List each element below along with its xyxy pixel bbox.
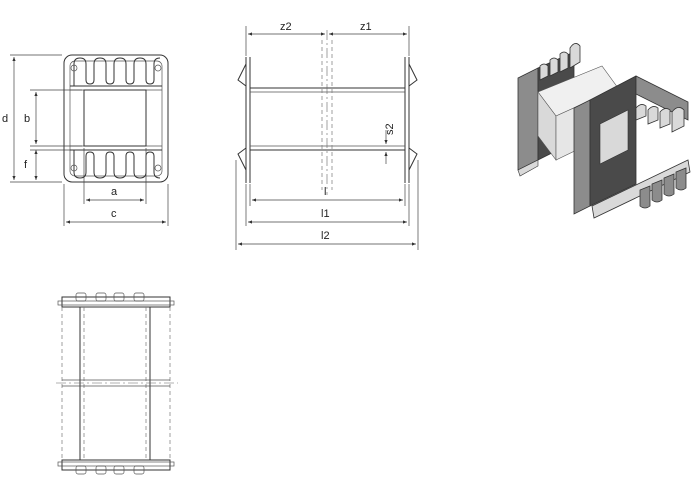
front-flange-inner: [69, 60, 163, 177]
dim-z1-label: z1: [360, 21, 372, 33]
side-view: z2 z1 s2 l l1 l2: [235, 21, 419, 250]
top-view-flange-bottom: [61, 459, 171, 471]
iso-front-top-pins: [635, 104, 685, 133]
side-right-flange: [404, 57, 410, 183]
side-left-tab-top: [237, 63, 247, 87]
front-flange-outline: [63, 54, 169, 183]
side-left-tab-bottom: [237, 147, 247, 171]
dim-d-label: d: [2, 113, 8, 125]
side-right-tab-bottom: [408, 147, 418, 171]
dim-l2-label: l2: [321, 230, 330, 242]
dim-c-label: c: [111, 208, 117, 220]
dim-z2-label: z2: [280, 21, 292, 33]
top-view: [56, 292, 178, 475]
dim-l-label: l: [324, 186, 326, 198]
side-left-flange: [245, 57, 251, 183]
dim-s2-label: s2: [384, 123, 396, 135]
dim-b-label: b: [24, 113, 30, 125]
iso-view: [517, 43, 691, 219]
front-bottom-pins: [73, 150, 161, 179]
dim-l1-label: l1: [321, 208, 330, 220]
top-view-flange-top: [61, 296, 171, 308]
front-view: d b f a c: [2, 54, 169, 226]
dim-f-label: f: [24, 159, 28, 171]
side-right-tab-top: [408, 63, 418, 87]
dim-a-label: a: [111, 186, 118, 198]
front-top-pins: [73, 57, 161, 86]
iso-back-pins: [539, 43, 581, 81]
front-window: [83, 89, 147, 147]
iso-front-bottom-pins: [639, 167, 687, 209]
